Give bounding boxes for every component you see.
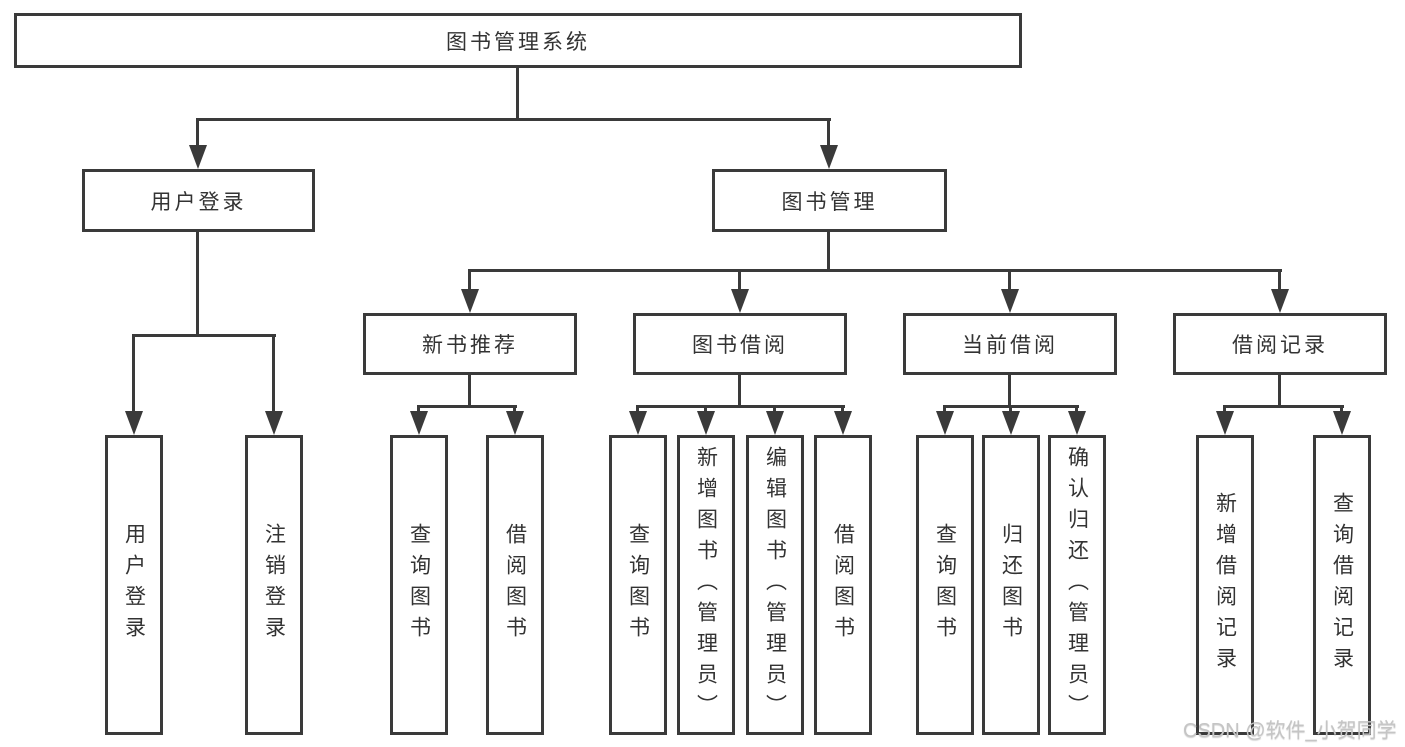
arrowhead-down-icon — [125, 411, 143, 435]
arrowhead-down-icon — [506, 411, 524, 435]
connector-stem — [1008, 375, 1011, 408]
node-label: 用户登录 — [150, 190, 247, 214]
arrowhead-down-icon — [1333, 411, 1351, 435]
node-label: 借阅记录 — [1232, 334, 1328, 357]
node-label: 图书借阅 — [692, 334, 788, 357]
node-book-borrowing: 图书借阅 — [633, 313, 847, 375]
arrowhead-down-icon — [936, 411, 954, 435]
arrowhead-down-icon — [1068, 411, 1086, 435]
csdn-watermark: CSDN @软件_小贺同学 — [1183, 720, 1397, 742]
arrowhead-down-icon — [834, 411, 852, 435]
connector-stub — [827, 120, 830, 147]
connector-root-stem — [516, 68, 519, 121]
leaf-label: 借阅图书 — [503, 523, 527, 647]
leaf-label: 注销登录 — [262, 523, 286, 647]
arrowhead-down-icon — [1271, 289, 1289, 313]
leaf-query-borrow-record: 查询借阅记录 — [1313, 435, 1371, 735]
arrowhead-down-icon — [265, 411, 283, 435]
leaf-borrow-books-recommend: 借阅图书 — [486, 435, 544, 735]
leaf-label: 查询图书 — [626, 523, 650, 647]
node-user-login: 用户登录 — [82, 169, 315, 232]
connector-rail — [943, 405, 1079, 408]
leaf-label: 编辑图书（管理员） — [763, 445, 787, 725]
leaf-label: 归还图书 — [999, 523, 1023, 647]
node-library-management-system: 图书管理系统 — [14, 13, 1022, 68]
arrowhead-down-icon — [697, 411, 715, 435]
leaf-label: 新增借阅记录 — [1213, 492, 1237, 678]
leaf-label: 查询图书 — [407, 523, 431, 647]
leaf-confirm-return-admin: 确认归还（管理员） — [1048, 435, 1106, 735]
connector-stem — [738, 375, 741, 408]
leaf-label: 用户登录 — [122, 523, 146, 647]
arrowhead-down-icon — [820, 145, 838, 169]
arrowhead-down-icon — [731, 289, 749, 313]
leaf-label: 借阅图书 — [831, 523, 855, 647]
connector-stub — [196, 120, 199, 147]
connector-stub — [272, 336, 275, 413]
leaf-query-books-recommend: 查询图书 — [390, 435, 448, 735]
connector-stub — [1278, 271, 1281, 291]
leaf-edit-book-admin: 编辑图书（管理员） — [746, 435, 804, 735]
connector-rail — [468, 269, 1282, 272]
arrowhead-down-icon — [1002, 411, 1020, 435]
leaf-label: 新增图书（管理员） — [694, 445, 718, 725]
leaf-user-login: 用户登录 — [105, 435, 163, 735]
node-current-borrowing: 当前借阅 — [903, 313, 1117, 375]
node-new-book-recommendation: 新书推荐 — [363, 313, 577, 375]
leaf-logout: 注销登录 — [245, 435, 303, 735]
arrowhead-down-icon — [189, 145, 207, 169]
leaf-query-books-borrowing: 查询图书 — [609, 435, 667, 735]
leaf-return-books: 归还图书 — [982, 435, 1040, 735]
connector-root-rail — [196, 118, 831, 121]
connector-stub — [738, 271, 741, 291]
arrowhead-down-icon — [410, 411, 428, 435]
connector-rail — [636, 405, 845, 408]
connector-stub — [1008, 271, 1011, 291]
node-label: 图书管理系统 — [446, 30, 590, 54]
node-label: 新书推荐 — [422, 334, 518, 357]
node-book-management: 图书管理 — [712, 169, 947, 232]
arrowhead-down-icon — [461, 289, 479, 313]
node-borrowing-records: 借阅记录 — [1173, 313, 1387, 375]
arrowhead-down-icon — [766, 411, 784, 435]
connector-stem — [468, 375, 471, 408]
node-label: 图书管理 — [781, 190, 878, 214]
connector-rail — [417, 405, 517, 408]
node-label: 当前借阅 — [962, 334, 1058, 357]
connector-stub — [132, 336, 135, 413]
connector-rail — [1223, 405, 1344, 408]
connector-rail — [132, 334, 276, 337]
leaf-label: 确认归还（管理员） — [1065, 445, 1089, 725]
connector-stub — [468, 271, 471, 291]
leaf-label: 查询借阅记录 — [1330, 492, 1354, 678]
arrowhead-down-icon — [1216, 411, 1234, 435]
leaf-add-borrow-record: 新增借阅记录 — [1196, 435, 1254, 735]
connector-stem — [827, 232, 830, 272]
arrowhead-down-icon — [1001, 289, 1019, 313]
leaf-borrow-books-borrowing: 借阅图书 — [814, 435, 872, 735]
leaf-label: 查询图书 — [933, 523, 957, 647]
arrowhead-down-icon — [629, 411, 647, 435]
connector-stem — [196, 232, 199, 337]
connector-stem — [1278, 375, 1281, 408]
leaf-add-book-admin: 新增图书（管理员） — [677, 435, 735, 735]
leaf-query-books-current: 查询图书 — [916, 435, 974, 735]
